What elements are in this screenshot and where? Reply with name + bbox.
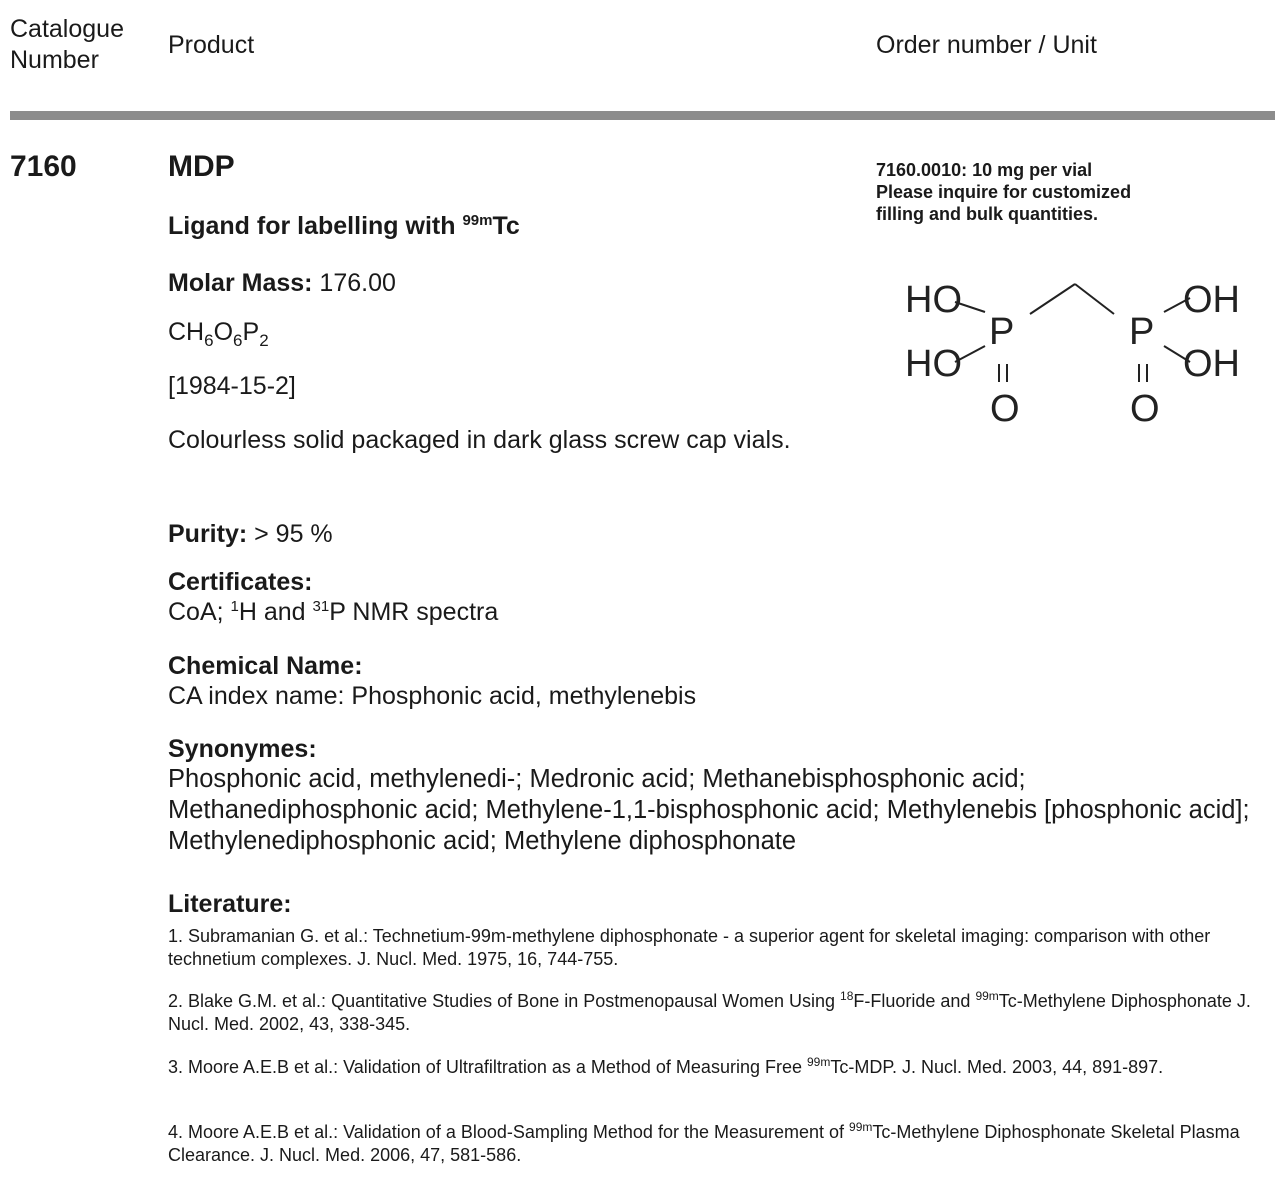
chemical-name-value: CA index name: Phosphonic acid, methylen… [168,682,697,710]
formula-subscript: 2 [259,331,269,350]
lit-text: 3. Moore A.E.B et al.: Validation of Ult… [168,1057,807,1077]
lit-text: Tc-Methylene Diphosphonate J. Nucl. Med.… [168,991,1251,1034]
cert-text: P NMR spectra [329,598,499,626]
header-catalogue-line1: Catalogue [10,15,124,43]
bond-ho-p-left [954,301,986,313]
lit-text: F-Fluoride and [853,991,976,1011]
purity: Purity: > 95 % [168,519,1268,549]
atom-oh-bottom: OH [1183,343,1240,385]
header-catalogue-line2: Number [10,46,99,74]
certificates: Certificates: CoA; 1H and 31P NMR spectr… [168,567,1268,627]
cert-text: H and [238,598,313,626]
molar-mass-label: Molar Mass: [168,269,313,297]
atom-ho-bottom: HO [905,343,962,385]
bond-p-right-oh [1163,297,1191,313]
cas-number: [1984-15-2] [168,372,296,400]
lit-superscript: 99m [849,1120,873,1134]
synonyms-value: Phosphonic acid, methylenedi-; Medronic … [168,765,1250,855]
cert-text: CoA; [168,598,231,626]
formula-subscript: 6 [233,331,243,350]
literature-item-2: 2. Blake G.M. et al.: Quantitative Studi… [168,990,1273,1036]
atom-p-left: P [989,311,1014,353]
bond-p-left-ch2 [1029,283,1076,315]
subtitle-superscript: 99m [462,212,493,229]
order-line-3: filling and bulk quantities. [876,204,1099,224]
subtitle-text: Ligand for labelling with [168,212,463,240]
atom-p-right: P [1129,311,1154,353]
chemical-name-label: Chemical Name: [168,652,363,680]
formula-part: CH [168,318,205,346]
product-name: MDP [168,150,235,183]
literature-label: Literature: [168,890,292,918]
header-product: Product [168,31,255,59]
cert-superscript: 1 [230,598,239,615]
molar-mass-value: 176.00 [312,269,396,297]
certificates-label: Certificates: [168,568,313,596]
literature-item-3: 3. Moore A.E.B et al.: Validation of Ult… [168,1056,1273,1079]
synonyms: Synonymes: Phosphonic acid, methylenedi-… [168,734,1268,857]
catalogue-number: 7160 [10,150,77,183]
purity-label: Purity: [168,520,248,548]
header-order-unit: Order number / Unit [876,31,1097,59]
purity-value: > 95 % [247,520,333,548]
order-line-2: Please inquire for customized [876,182,1132,202]
lit-superscript: 99m [975,989,999,1003]
subtitle-tail: Tc [492,212,520,240]
bond-ho2-p-left [954,345,986,363]
literature-item-1: 1. Subramanian G. et al.: Technetium-99m… [168,926,1211,969]
structure-bonds [954,283,1191,382]
chemical-structure-diagram: HO HO P P OH OH O O [905,279,1240,430]
description: Colourless solid packaged in dark glass … [168,426,791,454]
lit-superscript: 99m [806,1055,831,1069]
literature-item-4: 4. Moore A.E.B et al.: Validation of a B… [168,1121,1273,1167]
atom-ho-top: HO [905,279,962,321]
order-line-1: 7160.0010: 10 mg per vial [876,160,1093,180]
formula-part: O [213,318,234,346]
formula-subscript: 6 [204,331,214,350]
atom-oh-top: OH [1183,279,1240,321]
atom-o-left: O [990,388,1020,430]
molecular-formula: CH6O6P2 [168,317,1268,350]
molar-mass: Molar Mass: 176.00 [168,268,1268,298]
bond-p-right-oh2 [1163,345,1191,363]
product-subtitle: Ligand for labelling with 99mTc [168,211,1268,241]
bond-ch2-p-right [1074,283,1115,315]
lit-text: Tc-MDP. J. Nucl. Med. 2003, 44, 891-897. [830,1057,1164,1077]
synonyms-label: Synonymes: [168,735,317,763]
header-divider [10,111,1275,120]
lit-text: 2. Blake G.M. et al.: Quantitative Studi… [168,991,841,1011]
lit-superscript: 18 [840,989,854,1003]
atom-o-right: O [1130,388,1160,430]
chemical-name: Chemical Name: CA index name: Phosphonic… [168,651,1268,711]
header-catalogue-number: Catalogue Number [10,14,124,76]
formula-part: P [242,318,260,346]
certificates-value: CoA; 1H and 31P NMR spectra [168,597,1268,627]
lit-text: Tc-Methylene Diphosphonate Skeletal Plas… [168,1122,1240,1165]
lit-text: 4. Moore A.E.B et al.: Validation of a B… [168,1122,850,1142]
order-info: 7160.0010: 10 mg per vial Please inquire… [876,159,1271,225]
cert-superscript: 31 [312,598,330,615]
